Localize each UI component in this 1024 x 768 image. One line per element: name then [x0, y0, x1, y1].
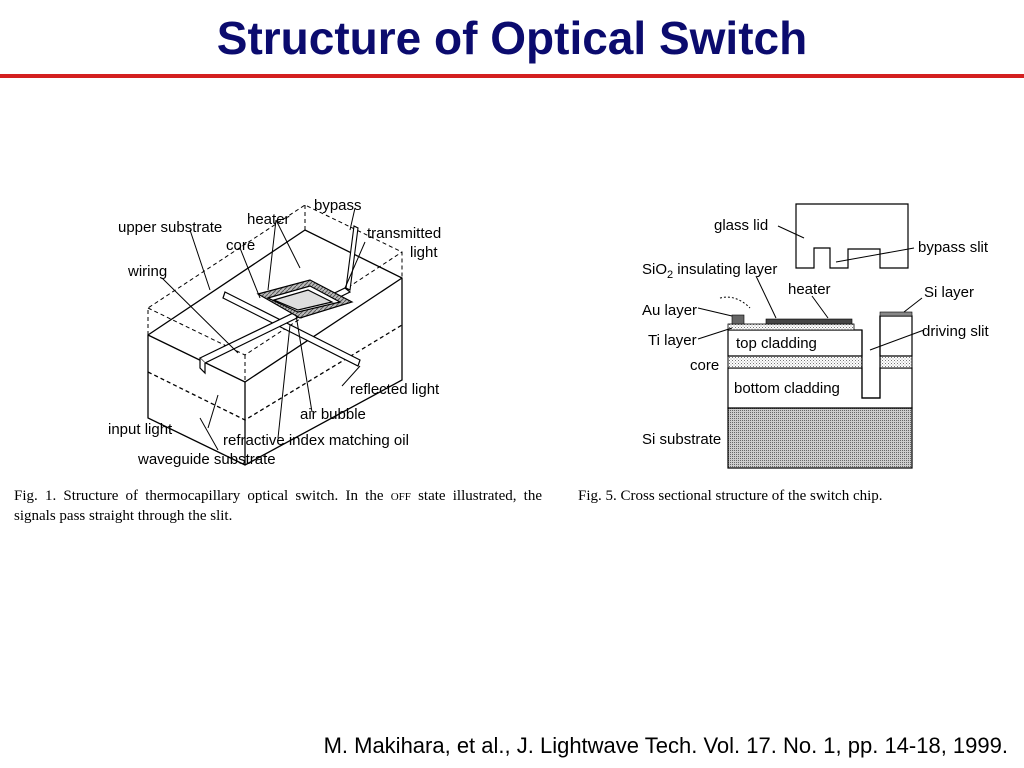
label-waveguide-substrate: waveguide substrate	[137, 451, 276, 468]
label-matching-oil: refractive index matching oil	[223, 432, 409, 449]
label-sio2-sub: 2	[667, 269, 673, 281]
si-substrate-layer	[727, 407, 913, 469]
label-heater-fig5: heater	[788, 281, 831, 298]
label-driving-slit: driving slit	[922, 323, 990, 340]
citation: M. Makihara, et al., J. Lightwave Tech. …	[323, 733, 1008, 758]
label-core-fig5: core	[690, 357, 719, 374]
figure-1-caption: Fig. 1. Structure of thermocapillary opt…	[14, 486, 542, 526]
label-si-layer: Si layer	[924, 284, 974, 301]
label-input-light: input light	[108, 421, 173, 438]
waveguide-substrate-block	[147, 229, 403, 466]
label-sio2-insulating-layer: SiO2 insulating layer	[642, 261, 777, 281]
label-glass-lid: glass lid	[714, 217, 768, 234]
heater-layer	[765, 318, 853, 325]
figure-5-svg: glass lid bypass slit SiO2 insulating la…	[642, 203, 990, 469]
figure-1-caption-suffix: state illustrated, the signals pass stra…	[14, 488, 542, 524]
figure-1-caption-smallcaps: off	[390, 488, 411, 504]
slide-title: Structure of Optical Switch	[216, 12, 808, 64]
label-bottom-cladding: bottom cladding	[734, 380, 840, 397]
figure-1-diagram: upper substrate heater bypass core trans…	[100, 190, 460, 475]
label-sio2-rest: insulating layer	[673, 261, 777, 278]
label-bypass-slit: bypass slit	[918, 239, 989, 256]
label-ti-layer: Ti layer	[648, 332, 697, 349]
label-top-cladding: top cladding	[736, 335, 817, 352]
driving-slit	[861, 316, 881, 399]
sio2-insulating-layer	[727, 323, 855, 331]
label-bypass: bypass	[314, 197, 362, 214]
glass-lid	[795, 203, 909, 269]
label-air-bubble: air bubble	[300, 406, 366, 423]
label-si-substrate: Si substrate	[642, 431, 721, 448]
figure-5-diagram: glass lid bypass slit SiO2 insulating la…	[636, 198, 1006, 473]
label-heater: heater	[247, 211, 290, 228]
label-au-layer: Au layer	[642, 302, 697, 319]
figure-1-svg: upper substrate heater bypass core trans…	[108, 197, 441, 468]
label-core: core	[226, 237, 255, 254]
label-sio2-main: SiO	[642, 261, 667, 278]
heater-slit-region	[256, 279, 354, 319]
label-wiring: wiring	[127, 263, 167, 280]
label-light: light	[410, 244, 438, 261]
leader-lines	[161, 207, 366, 451]
figure-5-caption: Fig. 5. Cross sectional structure of the…	[578, 488, 883, 504]
label-upper-substrate: upper substrate	[118, 219, 222, 236]
bypass-waveguide	[345, 225, 359, 291]
title-underline	[0, 74, 1024, 78]
si-layer	[879, 311, 913, 317]
fig5-leader-lines	[697, 225, 925, 351]
figure-1-caption-prefix: Fig. 1. Structure of thermocapillary opt…	[14, 488, 391, 504]
label-transmitted: transmitted	[367, 225, 441, 242]
core-layer	[727, 355, 913, 369]
label-reflected-light: reflected light	[350, 381, 440, 398]
au-layer	[731, 314, 745, 325]
